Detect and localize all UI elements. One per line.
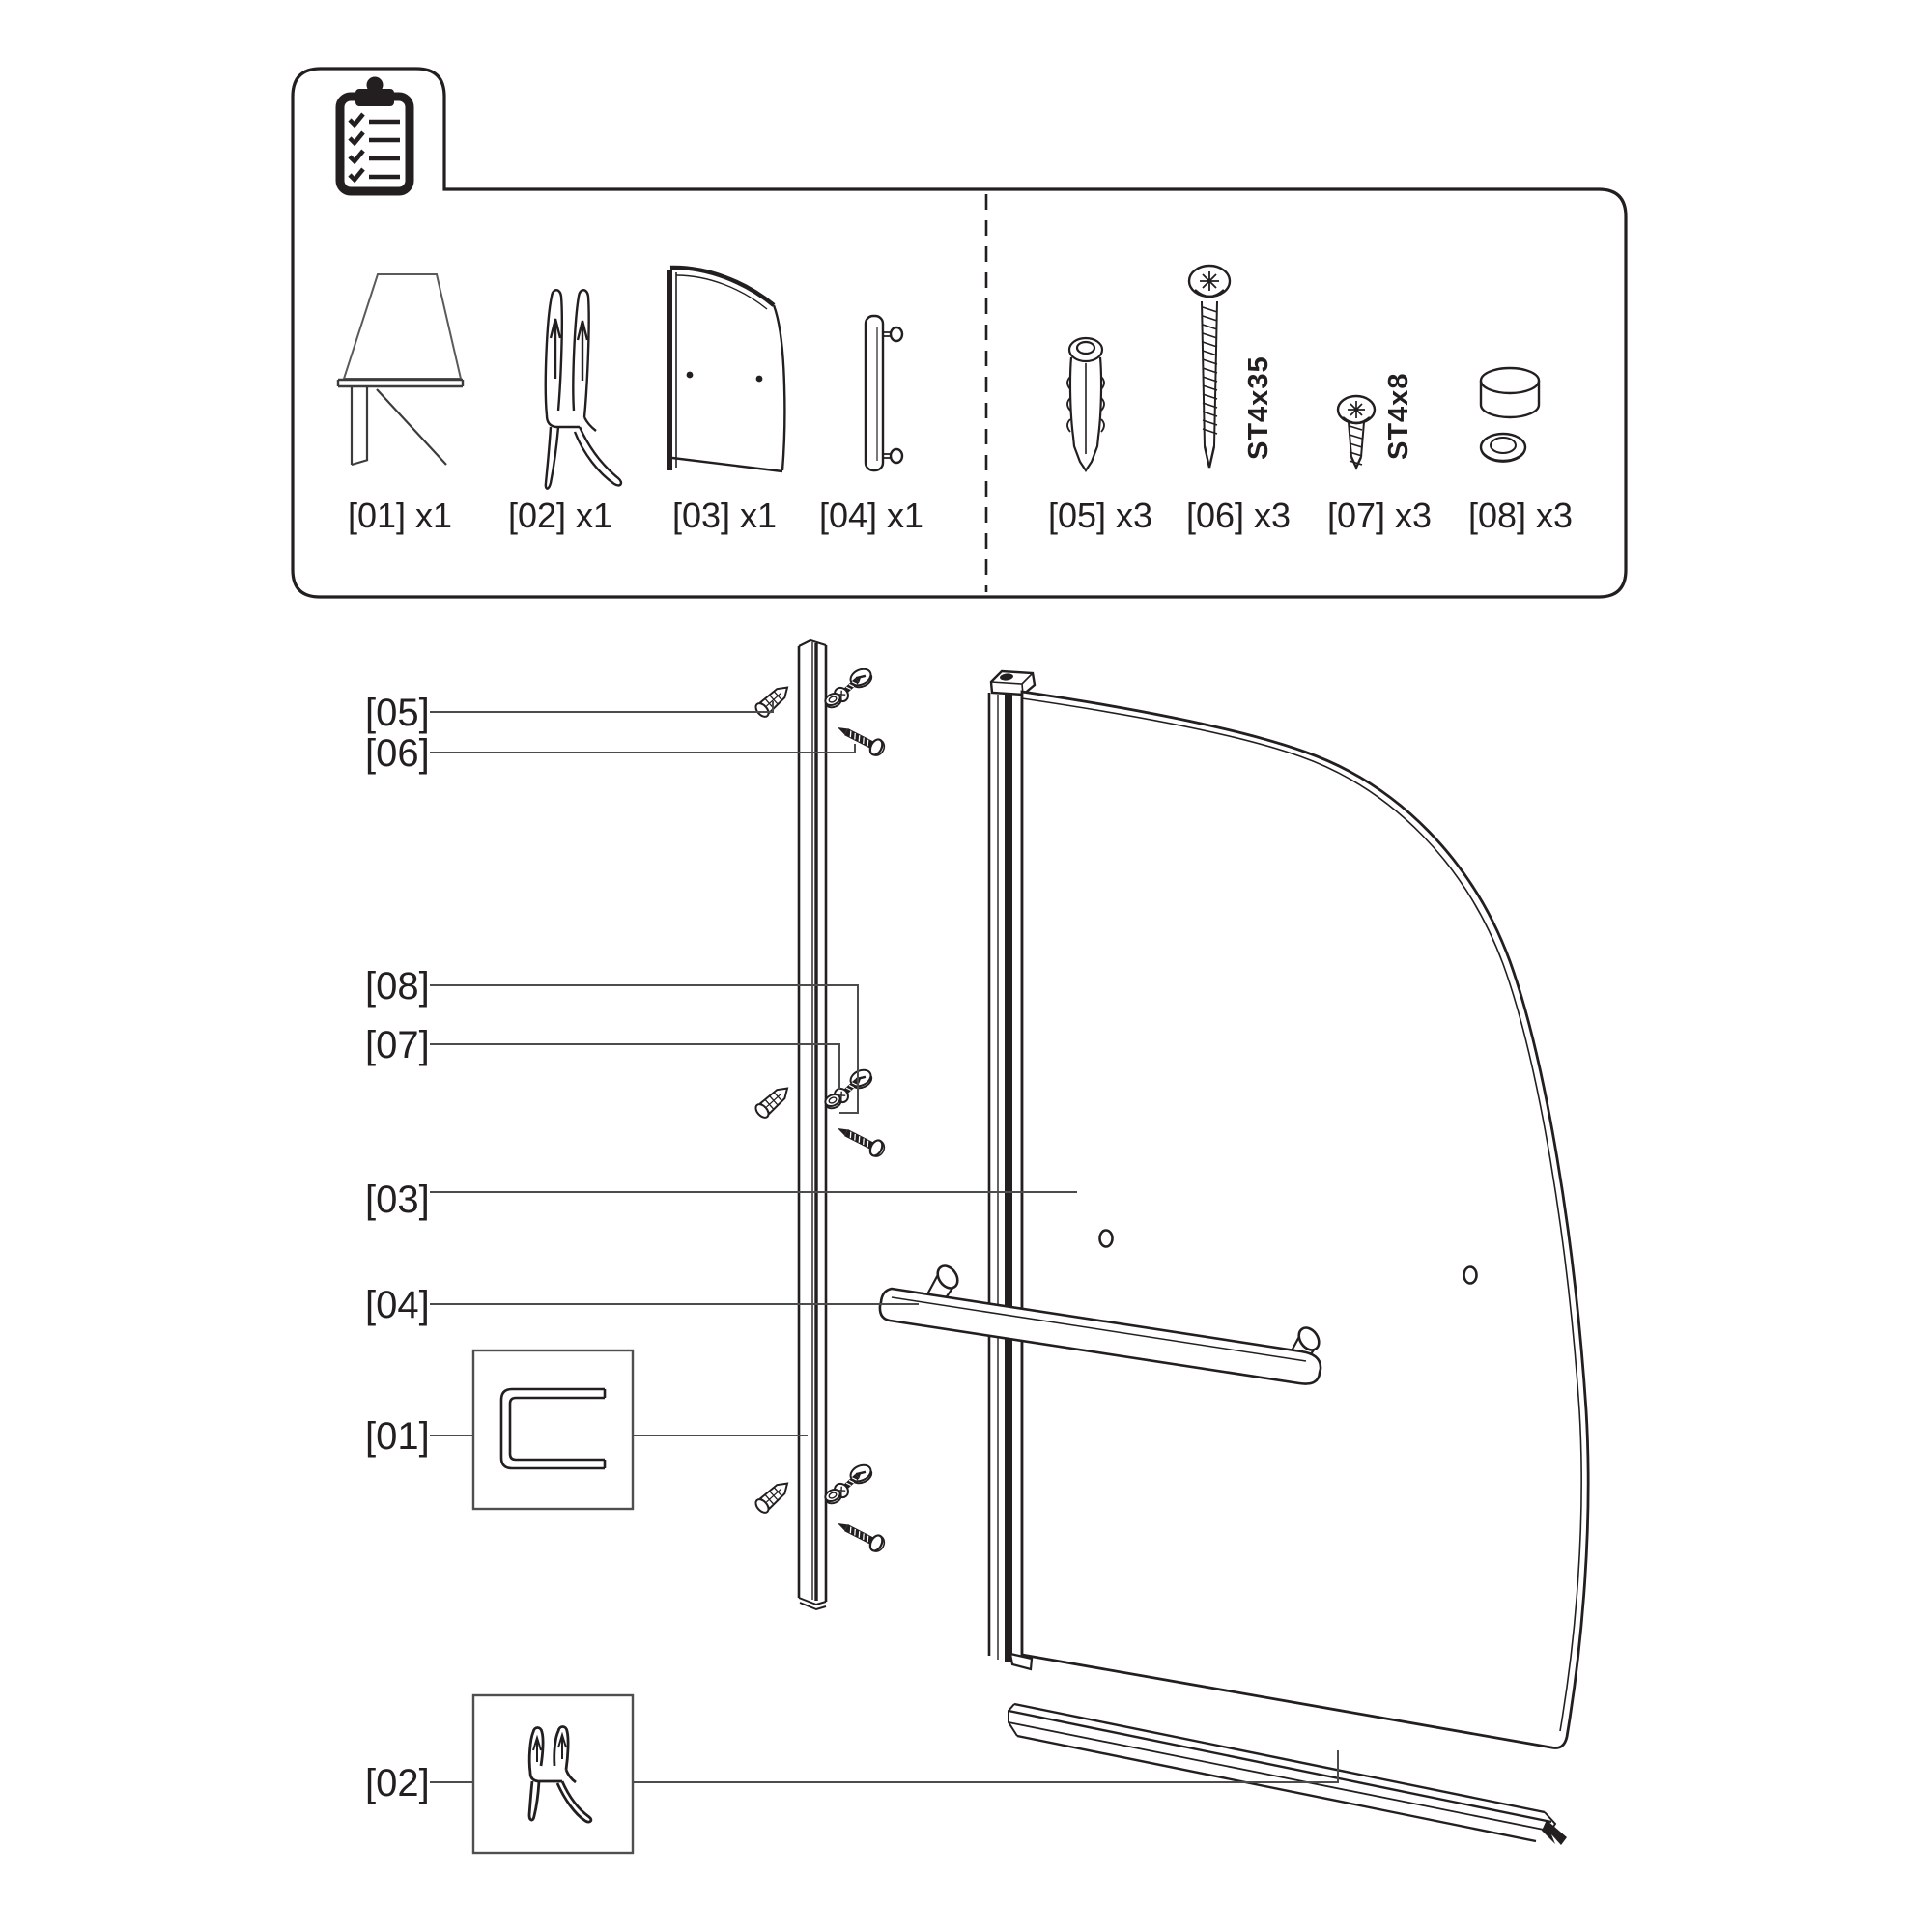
part-02-drawing (544, 289, 623, 490)
inset-box-01 (471, 1349, 635, 1511)
handle-bar (878, 1264, 1322, 1385)
part-qty-label-01: [01] x1 (348, 496, 452, 535)
part-06-size-marking: ST4x35 (1243, 355, 1274, 460)
part-07-size-marking: ST4x8 (1383, 373, 1414, 460)
part-qty-label-05: [05] x3 (1048, 496, 1152, 535)
leader-lines (430, 701, 1339, 1783)
part-qty-label-04: [04] x1 (819, 496, 923, 535)
callout-02-label: [02] (365, 1762, 430, 1804)
inset-box-02 (471, 1693, 635, 1855)
part-qty-label-07: [07] x3 (1327, 496, 1432, 535)
part-qty-label-08: [08] x3 (1468, 496, 1573, 535)
part-qty-label-02: [02] x1 (508, 496, 612, 535)
part-03-drawing (667, 265, 786, 473)
callout-08-label: [08] (365, 965, 430, 1008)
bottom-seal-strip (1008, 1702, 1567, 1845)
callout-01-label: [01] (365, 1415, 430, 1458)
glass-panel (1020, 690, 1590, 1749)
leader-line-06 (430, 744, 856, 753)
fastener-cluster-middle (753, 1067, 887, 1159)
part-05-drawing (1066, 336, 1105, 472)
callout-05-label: [05] (365, 692, 430, 734)
wall-profile-bar (797, 639, 828, 1611)
leader-line-05 (430, 701, 774, 713)
inset-02-seal-glyph (527, 1725, 593, 1824)
inset-01-profile-glyph (499, 1387, 607, 1470)
glass-hole-right (1463, 1265, 1478, 1285)
part-08-drawing (1479, 366, 1541, 463)
glass-hole-left (1098, 1229, 1114, 1248)
clipboard-checklist-icon (335, 76, 414, 196)
callout-07-label: [07] (365, 1024, 430, 1066)
part-qty-label-06: [06] x3 (1186, 496, 1291, 535)
part-qty-label-03: [03] x1 (672, 496, 777, 535)
part-06-drawing (1187, 264, 1232, 469)
callout-03-label: [03] (365, 1179, 430, 1221)
parts-box-outline (291, 67, 1628, 599)
part-01-drawing (336, 273, 465, 467)
callout-04-label: [04] (365, 1284, 430, 1326)
part-07-drawing (1336, 394, 1377, 470)
leader-line-08 (430, 984, 859, 1114)
callout-06-label: [06] (365, 732, 430, 775)
leader-line-02 (430, 1750, 1339, 1783)
fastener-cluster-bottom (753, 1463, 887, 1554)
part-04-drawing (864, 314, 904, 472)
parts-box: ST4x35 ST4x8 [01] x1 [02] x1 [03] x1 [04… (291, 67, 1628, 599)
leader-line-07 (430, 1043, 840, 1090)
